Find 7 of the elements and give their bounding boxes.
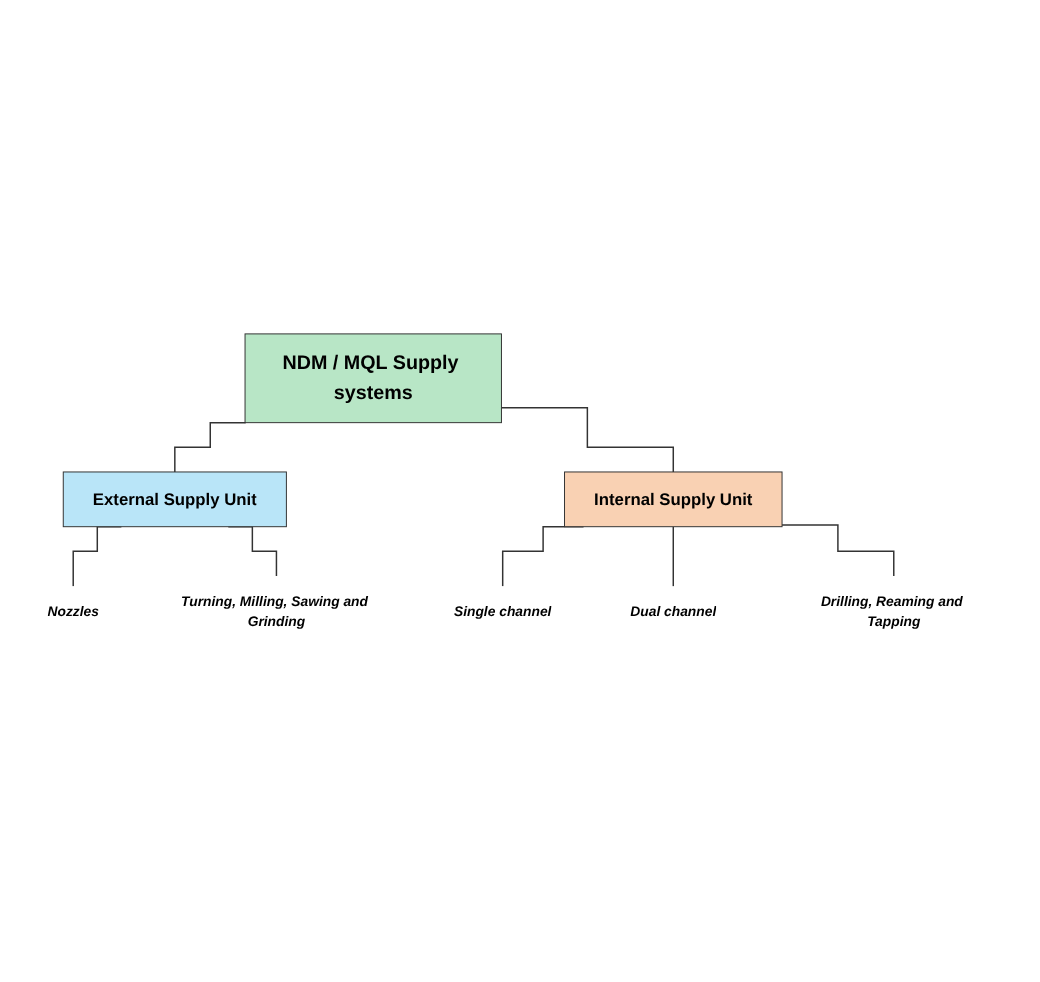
- node-box: External Supply Unit: [62, 472, 287, 528]
- connector: [500, 407, 675, 474]
- connector: [672, 526, 675, 588]
- node-box: NDM / MQL Supply systems: [244, 333, 502, 424]
- node-box: Internal Supply Unit: [564, 472, 783, 528]
- connector: [174, 422, 247, 474]
- connector: [781, 524, 895, 578]
